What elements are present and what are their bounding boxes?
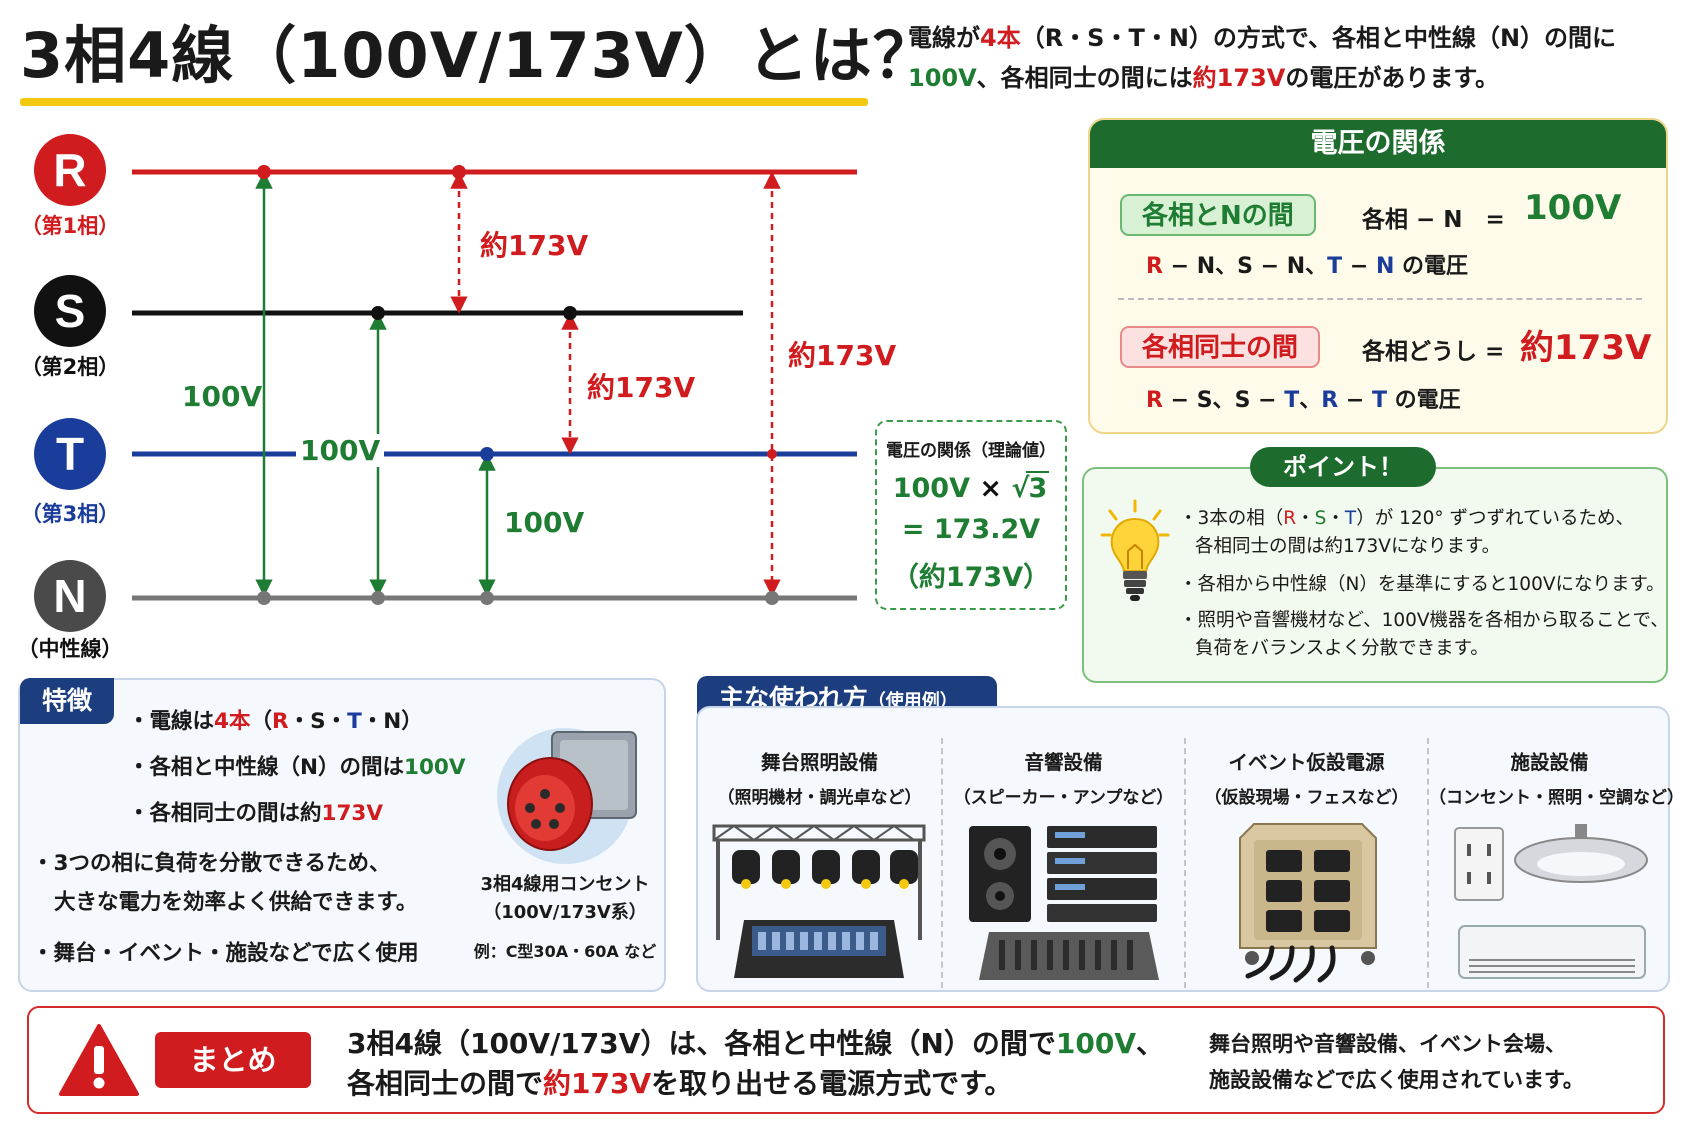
phase-badge-t: T (34, 418, 106, 490)
theory-approx: （約173V） (891, 562, 1051, 593)
eq-phase-n: 各相 − N = (1362, 207, 1505, 233)
theory-title: 電圧の関係（理論値） (886, 441, 1056, 461)
outlet-caption-3: 例：C型30A・60A など (473, 942, 657, 961)
node (767, 449, 777, 459)
theory-result: = 173.2V (901, 514, 1041, 545)
theory-formula: 100V × √3 (892, 471, 1050, 504)
phase-badge-s: S (34, 275, 106, 347)
pill-phase-phase: 各相同士の間 (1120, 326, 1321, 368)
phase-label-s: （第2相） (20, 355, 120, 379)
wire-lines (132, 165, 857, 605)
feature-item-1: ・電線は4本（R・S・T・N） (128, 709, 423, 734)
node (371, 591, 385, 605)
node (480, 447, 494, 461)
relation-divider (1118, 298, 1642, 300)
summary-right-2: 施設設備などで広く使用されています。 (1209, 1068, 1584, 1092)
voltage-label-s-t: 約173V (587, 371, 696, 404)
node (480, 591, 494, 605)
eq-phase-phase: 各相どうし = (1362, 339, 1505, 365)
three-phase-outlet-icon (497, 728, 637, 864)
facility-equipment-icon (1454, 824, 1648, 979)
value-phase-phase: 約173V (1520, 328, 1652, 368)
phase-label-n: （中性線） (17, 637, 123, 661)
voltage-relation-card: 電圧の関係 各相とNの間 各相 − N = 100V R − N、S − N、T… (1088, 118, 1668, 434)
title-underline (20, 98, 868, 106)
summary-line-1: 3相4線（100V/173V）は、各相と中性線（N）の間で100V、 (347, 1027, 1165, 1060)
wiring-diagram: R （第1相） S （第2相） T （第3相） N （中性線） 100V 100… (0, 118, 1090, 678)
features-tab: 特徴 (20, 678, 114, 724)
node (765, 591, 779, 605)
theory-box: 電圧の関係（理論値） 100V × √3 = 173.2V （約173V） (875, 420, 1067, 610)
voltage-label-r-t: 約173V (788, 339, 897, 372)
node (563, 306, 577, 320)
point-item-1: ・3本の相（R・S・T）が 120° ずつずれているため、 各相同士の間は約17… (1179, 508, 1635, 557)
point-header: ポイント！ (1250, 447, 1436, 487)
usage-stage-lighting: 舞台照明設備 （照明機材・調光卓など） (698, 738, 941, 988)
pill-phase-n: 各相とNの間 (1120, 194, 1316, 236)
usage-facility: 施設設備 （コンセント・照明・空調など） (1427, 738, 1684, 988)
voltage-label-t-n: 100V (504, 506, 585, 539)
point-item-2: ・各相から中性線（N）を基準にすると100Vになります。 (1179, 574, 1665, 595)
audio-equipment-icon (969, 826, 1159, 980)
intro-text: 電線が4本（R・S・T・N）の方式で、各相と中性線（N）の間に 100V、各相同… (908, 18, 1678, 98)
title-block: 3相4線（100V/173V）とは？ (20, 18, 936, 106)
feature-item-3: ・各相同士の間は約173V (128, 801, 384, 826)
sub-phase-phase: R − S、S − T、R − T の電圧 (1146, 388, 1461, 413)
summary-right-1: 舞台照明や音響設備、イベント会場、 (1209, 1032, 1566, 1056)
features-card: 特徴 ・電線は4本（R・S・T・N） ・各相と中性線（N）の間は100V ・各相… (18, 678, 666, 992)
node (257, 165, 271, 179)
phase-label-t: （第3相） (20, 502, 120, 526)
value-phase-n: 100V (1524, 188, 1622, 228)
feature-item-4: ・3つの相に負荷を分散できるため、 大きな電力を効率よく供給できます。 (32, 851, 418, 915)
voltage-label-s-n: 100V (296, 434, 385, 467)
intro-line-2: 100V、各相同士の間には約173Vの電圧があります。 (908, 64, 1499, 92)
page-title: 3相4線（100V/173V）とは？ (20, 19, 936, 92)
summary-card: まとめ 3相4線（100V/173V）は、各相と中性線（N）の間で100V、 各… (27, 1006, 1665, 1114)
voltage-label-r-s: 約173V (480, 229, 589, 262)
feature-item-2: ・各相と中性線（N）の間は100V (128, 755, 466, 780)
usage-audio: 音響設備 （スピーカー・アンプなど） (941, 738, 1184, 988)
node (371, 306, 385, 320)
point-item-3: ・照明や音響機材など、100V機器を各相から取ることで、 負荷をバランスよく分散… (1179, 610, 1669, 659)
summary-line-2: 各相同士の間で約173Vを取り出せる電源方式です。 (347, 1067, 1013, 1100)
relation-header: 電圧の関係 (1090, 120, 1666, 168)
intro-line-1: 電線が4本（R・S・T・N）の方式で、各相と中性線（N）の間に (908, 24, 1617, 52)
temporary-power-box-icon (1239, 823, 1377, 983)
usage-event-power: イベント仮設電源 （仮設現場・フェスなど） (1184, 738, 1427, 988)
phase-badge-r: R (34, 134, 106, 206)
voltage-label-r-n: 100V (182, 380, 263, 413)
usage-card: 舞台照明設備 （照明機材・調光卓など） 音響設備 （スピーカー・アンプなど） (696, 706, 1684, 992)
phase-label-r: （第1相） (20, 214, 120, 238)
node (257, 591, 271, 605)
summary-badge: まとめ (155, 1032, 311, 1088)
outlet-caption-1: 3相4線用コンセント (480, 874, 650, 895)
phase-badge-n: N (34, 560, 106, 632)
node (452, 165, 466, 179)
outlet-caption-2: （100V/173V系） (483, 902, 647, 923)
lightbulb-icon (1100, 499, 1170, 601)
stage-lighting-icon (712, 824, 926, 978)
feature-item-5: ・舞台・イベント・施設などで広く使用 (32, 941, 419, 966)
point-card: ポイント！ ・3本の相（R・S・T）が 120° ずつずれているため、 各相同士… (1082, 447, 1669, 683)
warning-icon (59, 1024, 139, 1096)
sub-phase-n: R − N、S − N、T − N の電圧 (1146, 254, 1469, 279)
